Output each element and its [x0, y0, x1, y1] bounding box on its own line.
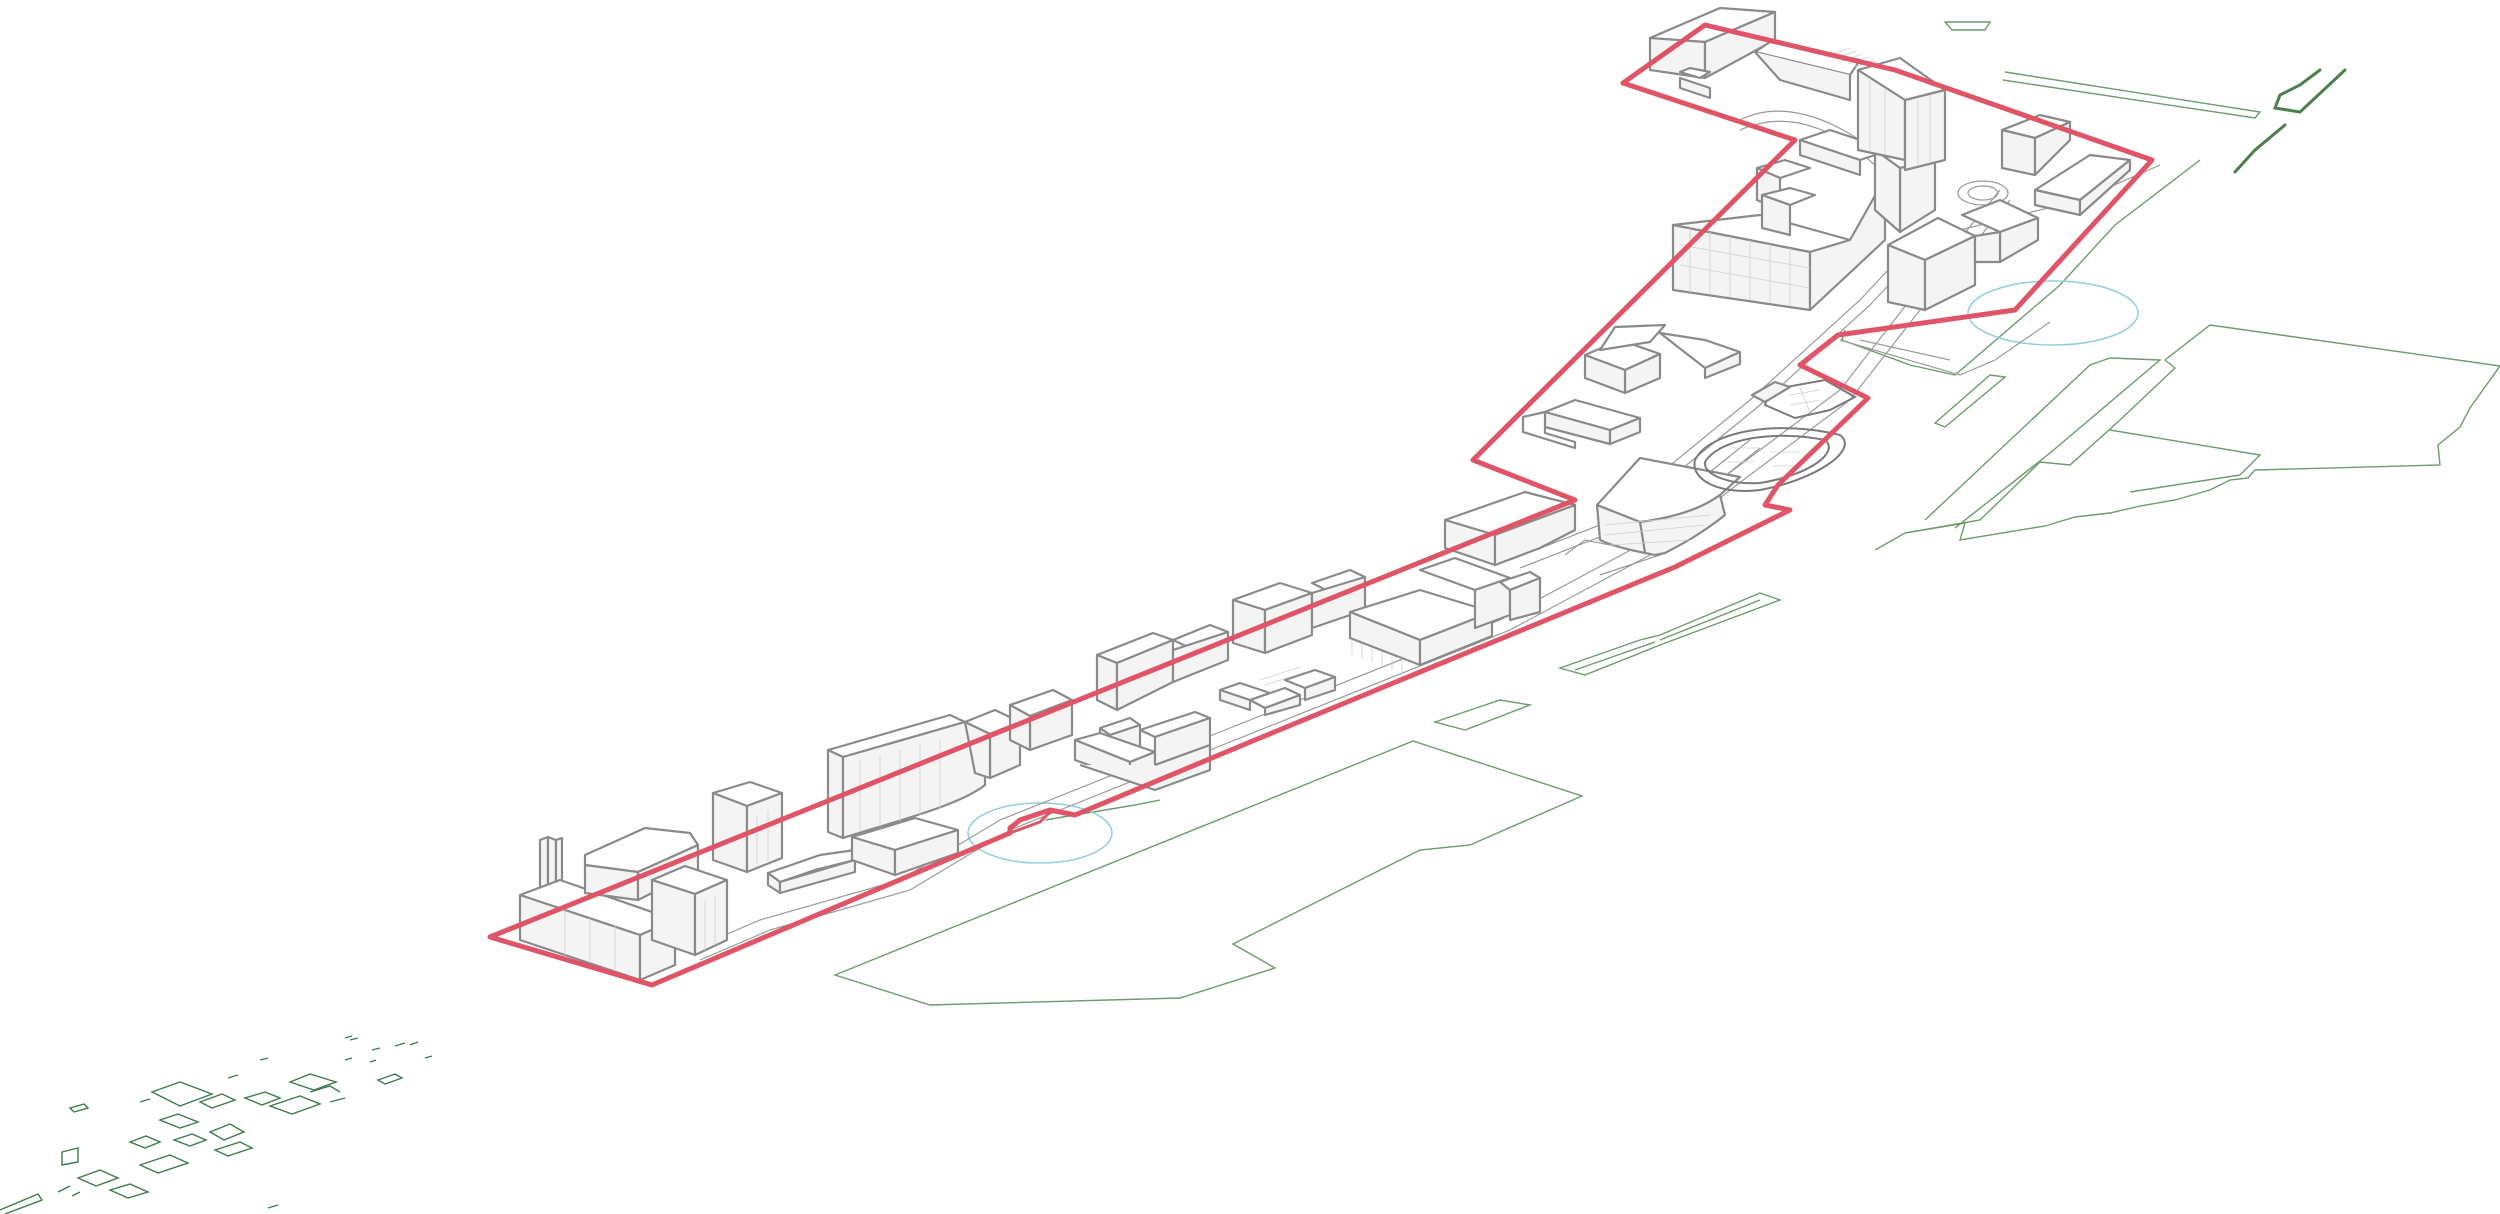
building-far-east[interactable]	[2000, 113, 2132, 217]
building-hospital-large[interactable]	[1671, 176, 1887, 312]
main-road-a	[689, 189, 2001, 951]
walk-radius-east	[1967, 280, 2139, 346]
building-block-a[interactable]	[711, 780, 784, 874]
right-park-inner-strip	[1924, 357, 2162, 529]
site-boundary-spur	[1009, 810, 1052, 835]
pond-strip	[1933, 374, 2007, 428]
building-station-north[interactable]	[1648, 6, 1875, 102]
walking-radius-circles	[967, 280, 2139, 864]
building-bar-north[interactable]	[1521, 323, 1667, 450]
lower-park-outline	[832, 740, 1584, 1006]
building-small-pavilion[interactable]	[1218, 666, 1337, 717]
building-block-c[interactable]	[1008, 688, 1074, 752]
walk-radius-south	[967, 802, 1113, 864]
main-road-b	[699, 199, 2011, 961]
top-small-plot	[1943, 21, 1992, 31]
buildings	[518, 6, 2132, 982]
landscape-context	[832, 21, 2500, 1006]
building-tall-sw[interactable]	[650, 864, 729, 957]
building-civic-complex[interactable]	[1348, 556, 1542, 674]
top-right-green-curve[interactable]	[2272, 68, 2347, 114]
top-right-green-line	[2233, 123, 2287, 174]
building-block-e[interactable]	[1231, 568, 1367, 655]
sports-courts[interactable]	[1750, 378, 1858, 420]
right-park-ridge	[2109, 429, 2262, 493]
top-landscape-band	[2002, 71, 2262, 119]
small-lot	[1432, 699, 1533, 731]
riverside-strip-inner	[1574, 599, 1761, 671]
stadium-track[interactable]	[1693, 427, 1846, 492]
east-link	[1839, 321, 2051, 376]
building-cluster-center[interactable]	[1073, 710, 1212, 792]
building-east-block[interactable]	[1886, 198, 2040, 312]
outlying-plots	[0, 1035, 433, 1214]
riverside-strip	[1557, 592, 1783, 676]
right-park-outline	[1874, 324, 2500, 551]
roundabout-inner	[1967, 185, 1999, 201]
building-arena[interactable]	[1595, 456, 1742, 557]
site-boundary[interactable]	[487, 22, 2155, 988]
roundabout[interactable]	[1957, 180, 2009, 206]
